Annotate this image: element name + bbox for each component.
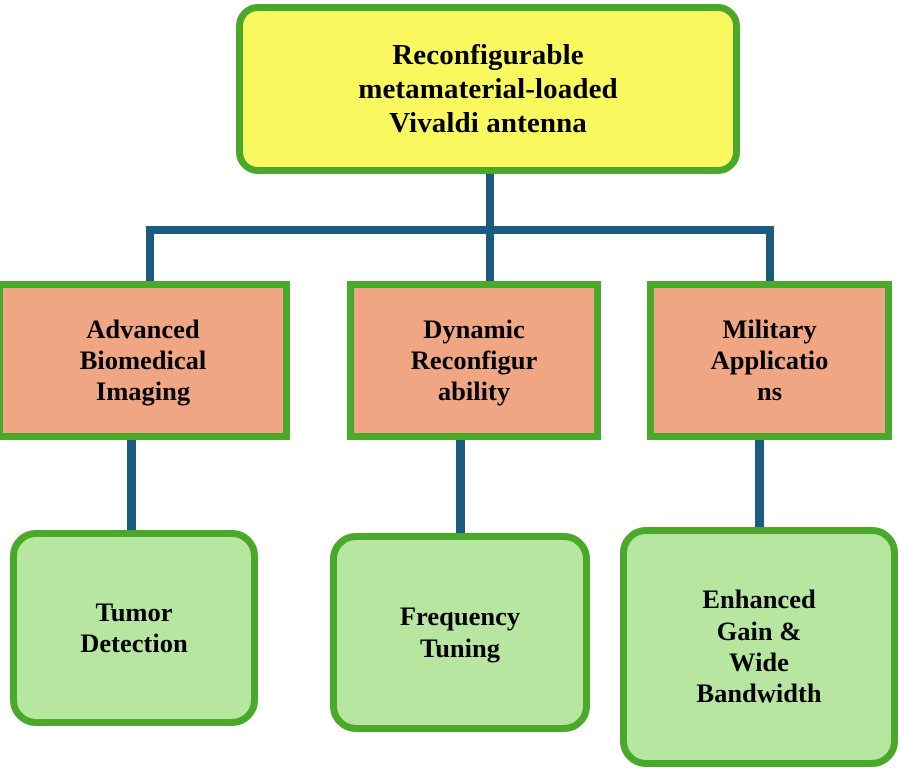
connector-branch-1-to-leaf-1	[456, 438, 465, 536]
connector-bus-to-branch-0	[146, 226, 154, 284]
connector-bus-to-branch-2	[766, 226, 774, 284]
leaf-node-label: Enhanced Gain & Wide Bandwidth	[696, 584, 822, 709]
connector-branch-0-to-leaf-0	[127, 438, 136, 534]
connector-horizontal-bus	[146, 226, 774, 234]
leaf-node-frequency-tuning[interactable]: Frequency Tuning	[330, 533, 590, 732]
leaf-node-label: Frequency Tuning	[399, 601, 521, 663]
connector-root-stem	[486, 172, 494, 230]
branch-node-dynamic-reconfigurability[interactable]: Dynamic Reconfigur ability	[347, 281, 601, 440]
branch-node-label: Dynamic Reconfigur ability	[410, 313, 538, 407]
branch-node-military-applications[interactable]: Military Applicatio ns	[647, 281, 892, 440]
root-node-label: Reconfigurable metamaterial-loaded Vival…	[358, 38, 618, 140]
branch-node-advanced-biomedical-imaging[interactable]: Advanced Biomedical Imaging	[0, 281, 290, 440]
leaf-node-enhanced-gain-wide-bandwidth[interactable]: Enhanced Gain & Wide Bandwidth	[620, 527, 898, 767]
connector-bus-to-branch-1	[486, 226, 494, 284]
branch-node-label: Advanced Biomedical Imaging	[79, 313, 207, 407]
leaf-node-tumor-detection[interactable]: Tumor Detection	[10, 530, 258, 726]
connector-branch-2-to-leaf-2	[755, 438, 764, 530]
leaf-node-label: Tumor Detection	[80, 596, 188, 658]
branch-node-label: Military Applicatio ns	[710, 313, 829, 407]
root-node[interactable]: Reconfigurable metamaterial-loaded Vival…	[236, 4, 740, 174]
